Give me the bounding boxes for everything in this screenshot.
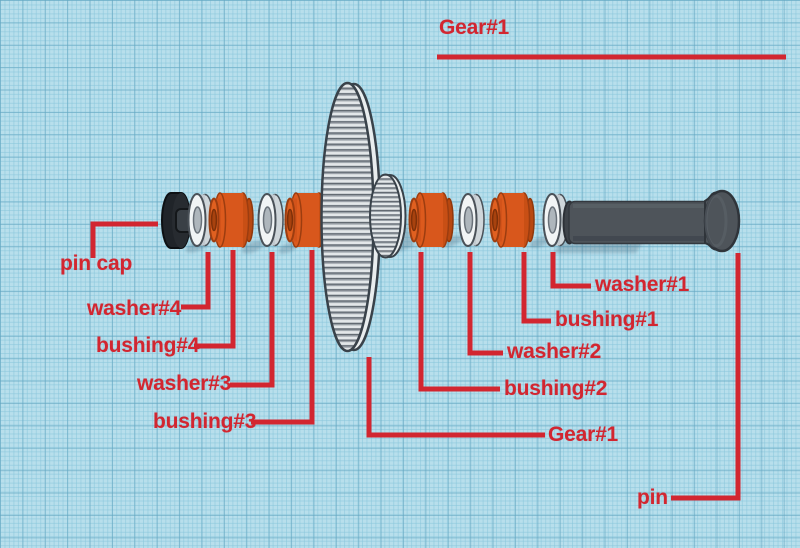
- leader-pin-cap: [90, 221, 158, 258]
- leader-washer-4: [181, 252, 211, 310]
- leader-bushing-4: [194, 250, 236, 349]
- leader-washer-3: [230, 252, 275, 388]
- part-bushing-2[interactable]: [408, 192, 454, 248]
- part-bushing-1[interactable]: [489, 192, 535, 248]
- label-gear-1: Gear#1: [548, 423, 619, 446]
- part-bushing-3[interactable]: [284, 192, 330, 248]
- label-bushing-2: bushing#2: [504, 377, 608, 400]
- label-washer-4: washer#4: [87, 297, 182, 320]
- leader-bushing-1: [521, 252, 551, 324]
- label-washer-2: washer#2: [507, 340, 602, 363]
- label-washer-3: washer#3: [137, 372, 232, 395]
- part-bushing-4[interactable]: [208, 192, 254, 248]
- label-gear-top: Gear#1: [439, 16, 510, 39]
- part-washer-2[interactable]: [458, 193, 485, 247]
- leader-bushing-2: [418, 252, 500, 392]
- leader-bushing-3: [251, 250, 315, 425]
- leader-washer-2: [467, 252, 503, 356]
- part-washer-4[interactable]: [187, 193, 214, 247]
- leader-washer-1: [550, 252, 591, 289]
- label-bushing-3: bushing#3: [153, 410, 257, 433]
- part-pin[interactable]: [562, 189, 741, 253]
- label-bushing-4: bushing#4: [96, 334, 200, 357]
- leader-gear-1: [366, 357, 545, 438]
- part-gear-1[interactable]: [320, 81, 407, 353]
- label-bushing-1: bushing#1: [555, 308, 659, 331]
- label-pin: pin: [637, 486, 668, 509]
- label-pin-cap: pin cap: [60, 252, 133, 275]
- label-washer-1: washer#1: [595, 273, 690, 296]
- leader-pin: [671, 253, 741, 501]
- part-washer-3[interactable]: [257, 193, 284, 247]
